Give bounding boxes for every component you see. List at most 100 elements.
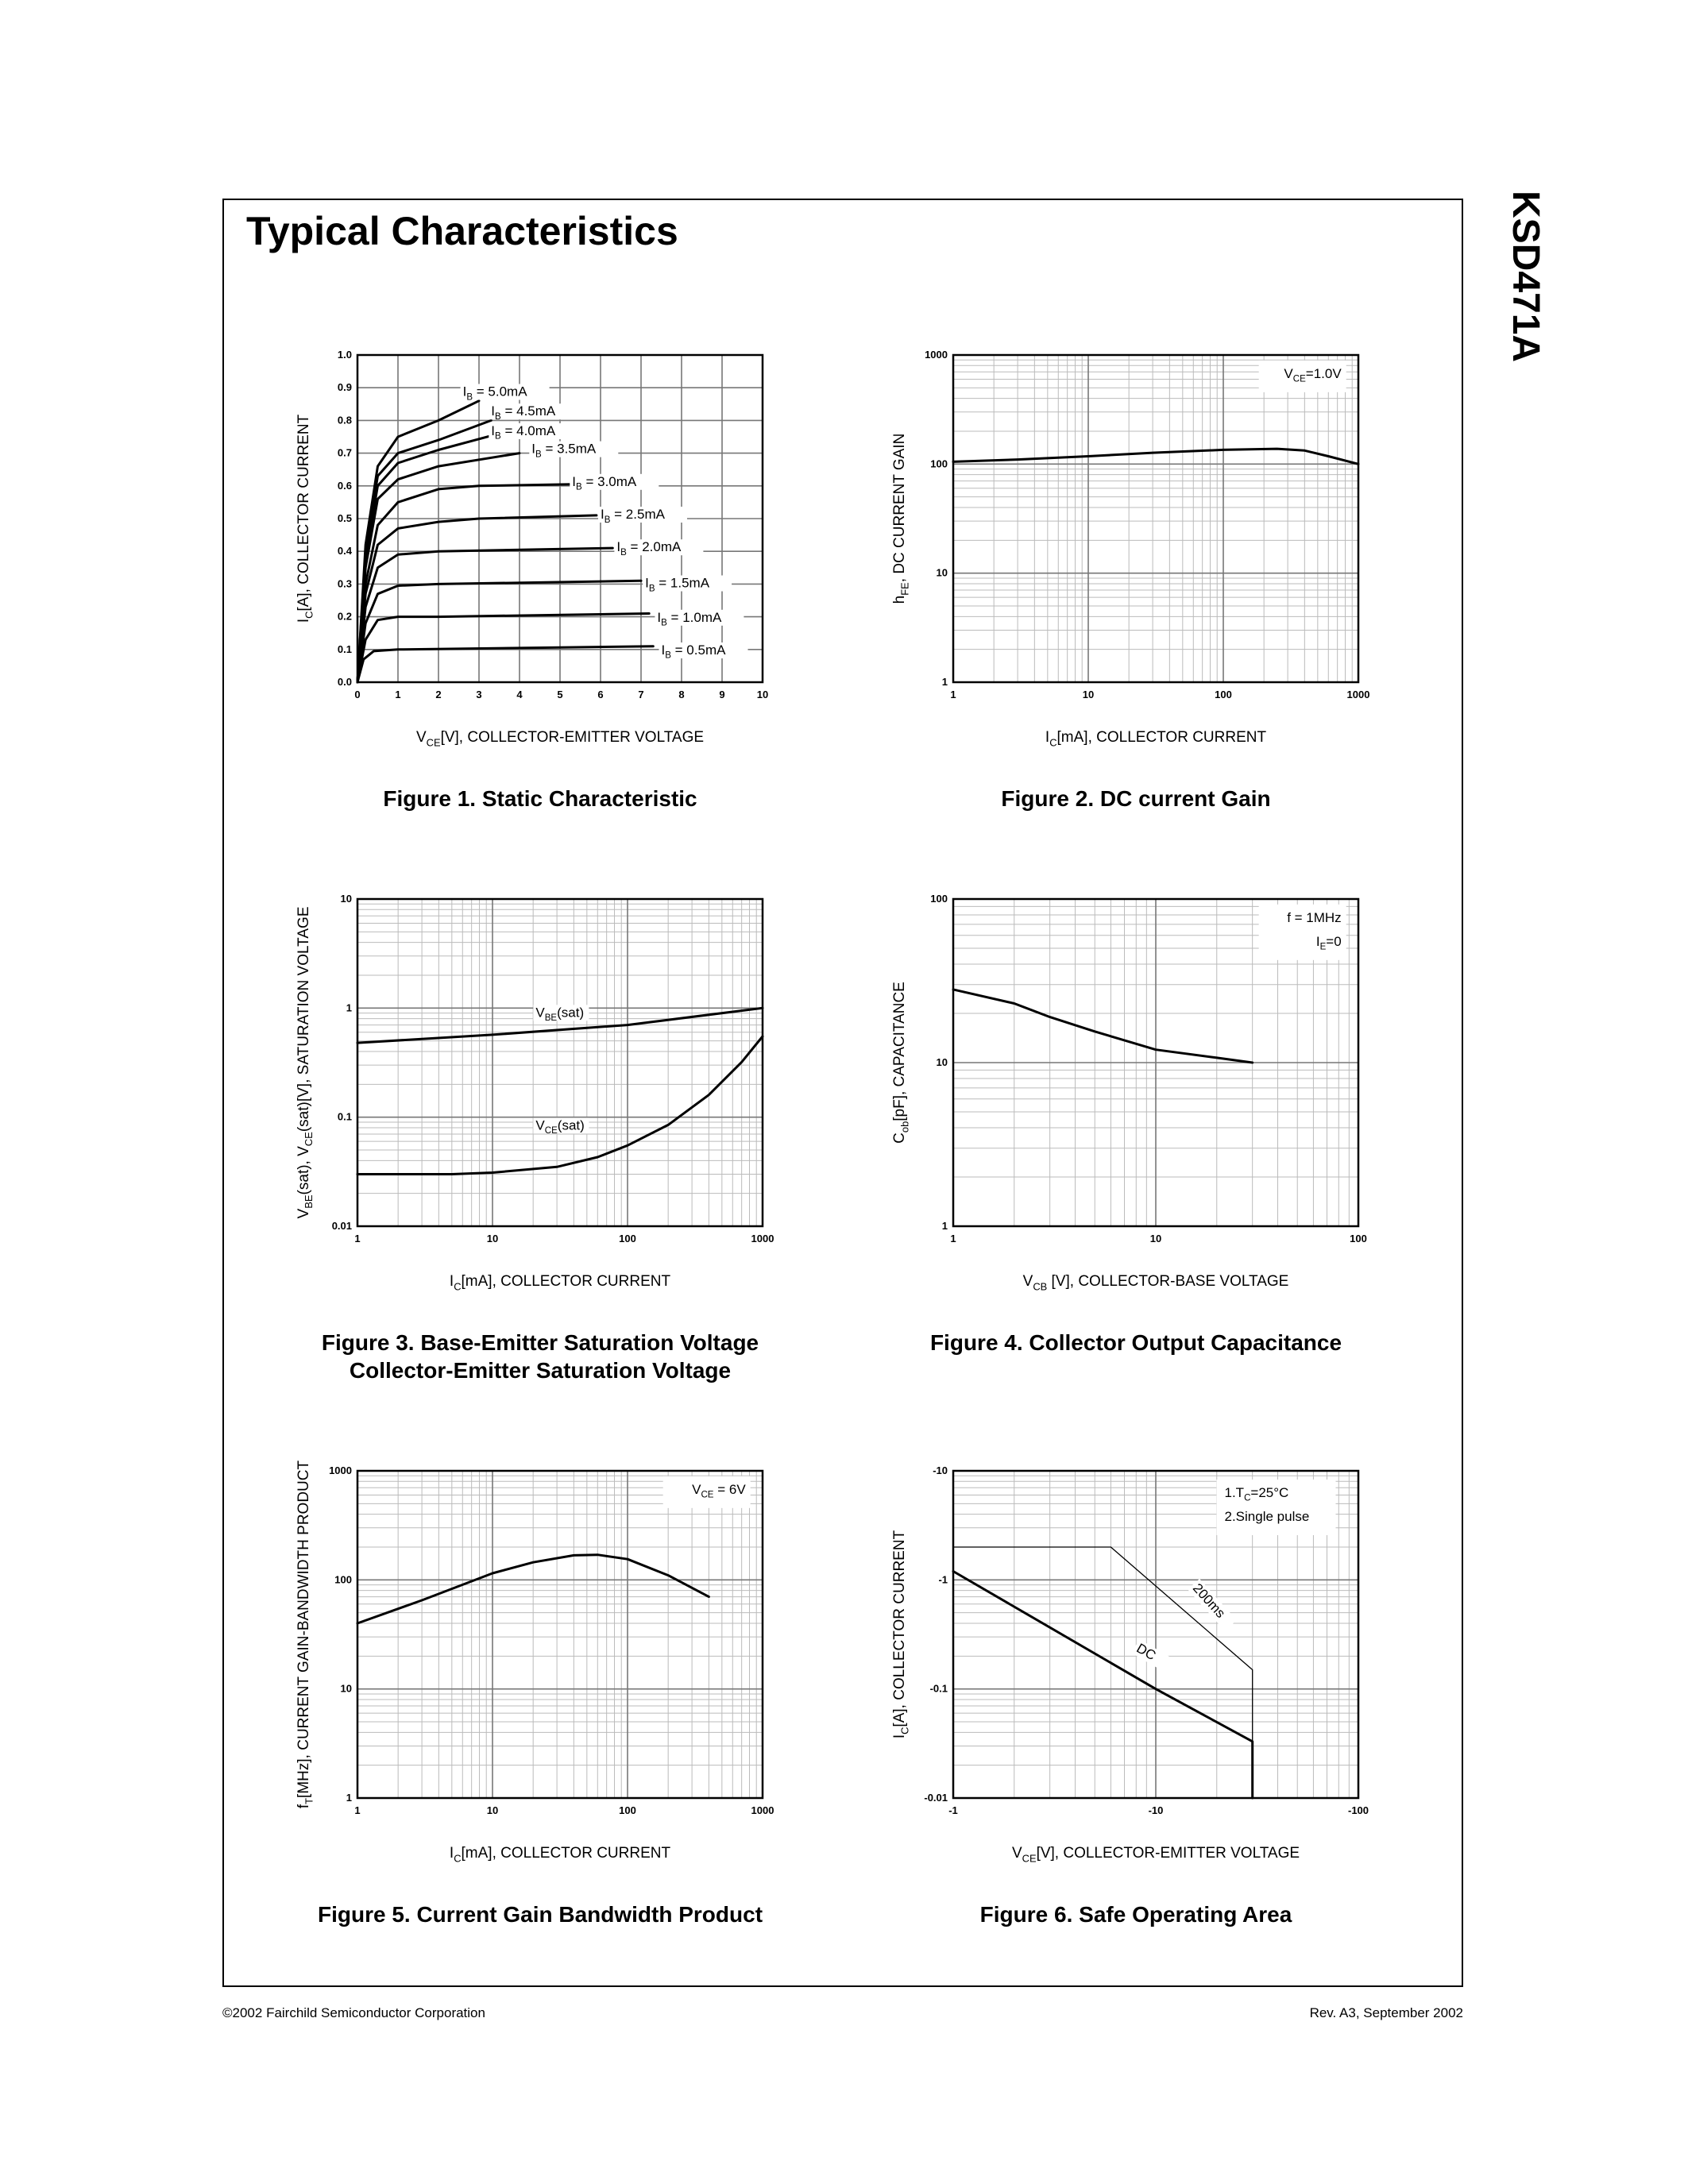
x-tick-label: 10 — [1083, 689, 1094, 700]
annotation-box — [1216, 1479, 1336, 1535]
series-label: 200ms — [1190, 1580, 1228, 1621]
y-tick-label: -0.01 — [924, 1792, 948, 1804]
annotation-box — [1258, 904, 1346, 960]
x-tick-label: 100 — [619, 1804, 636, 1816]
annotation-box — [1258, 360, 1346, 392]
y-tick-label: 1000 — [329, 1464, 352, 1476]
series-label: IB = 1.0mA — [657, 610, 722, 628]
series-line — [356, 645, 655, 684]
series-label-bg — [614, 539, 704, 556]
part-number-label: KSD471A — [1505, 191, 1547, 363]
series-label: IB = 1.5mA — [645, 576, 710, 594]
series-label: VCE(sat) — [535, 1117, 584, 1136]
series-label: IB = 3.0mA — [572, 474, 637, 492]
x-tick-label: 1000 — [1347, 689, 1370, 700]
x-tick-label: -100 — [1348, 1804, 1369, 1816]
y-tick-label: -0.1 — [930, 1683, 948, 1695]
annotation-text: f = 1MHz — [1287, 910, 1342, 925]
series-label: IB = 4.5mA — [491, 403, 556, 422]
chart-safe-operating-area: -1-10-100-0.01-0.1-1-101.TC=25°C2.Single… — [891, 1464, 1369, 1864]
y-tick-label: 1.0 — [338, 349, 352, 361]
y-tick-label: 10 — [341, 893, 352, 905]
x-tick-label: 4 — [516, 689, 523, 700]
annotation-text: VCE=1.0V — [1284, 366, 1342, 384]
x-axis-title: IC[mA], COLLECTOR CURRENT — [450, 1845, 671, 1864]
figure-6-caption: Figure 6. Safe Operating Area — [979, 1902, 1292, 1927]
series-label-bg — [570, 473, 659, 490]
x-tick-label: 8 — [678, 689, 684, 700]
x-axis-title: VCE[V], COLLECTOR-EMITTER VOLTAGE — [1012, 1845, 1300, 1864]
series-label-bg — [529, 441, 619, 457]
figure-5-caption: Figure 5. Current Gain Bandwidth Product — [317, 1902, 763, 1927]
y-tick-label: 10 — [937, 1056, 948, 1068]
y-tick-label: -10 — [933, 1464, 948, 1476]
y-tick-label: 0.9 — [338, 381, 352, 393]
x-axis-title: IC[mA], COLLECTOR CURRENT — [1045, 729, 1267, 748]
series-label-bg — [1188, 1579, 1237, 1631]
x-tick-label: 1000 — [751, 1233, 774, 1244]
x-tick-label: 10 — [1150, 1233, 1161, 1244]
x-tick-label: 10 — [487, 1804, 498, 1816]
x-tick-label: 9 — [719, 689, 724, 700]
y-tick-label: 0.3 — [338, 577, 352, 589]
series-label-bg — [1131, 1639, 1188, 1681]
series-label-bg — [659, 642, 748, 658]
series-label-bg — [655, 609, 744, 626]
page-frame — [222, 199, 1463, 1987]
plot-frame — [952, 897, 1360, 1228]
figure-3-caption-line2: Collector-Emitter Saturation Voltage — [349, 1358, 732, 1383]
plot-frame — [952, 353, 1360, 684]
x-tick-label: 3 — [476, 689, 481, 700]
plot-frame — [952, 1469, 1360, 1800]
series-line — [356, 546, 614, 684]
figure-2-caption: Figure 2. DC current Gain — [1001, 786, 1271, 811]
y-tick-label: 0.6 — [338, 480, 352, 492]
series-label: IB = 2.0mA — [616, 539, 682, 558]
y-tick-label: 0.0 — [338, 676, 352, 688]
plot-frame — [356, 1469, 764, 1800]
x-axis-title: VCB [V], COLLECTOR-BASE VOLTAGE — [1023, 1273, 1289, 1292]
series-line — [356, 1006, 764, 1044]
y-tick-label: 0.8 — [338, 414, 352, 426]
series-label-bg — [533, 1005, 589, 1021]
figure-3-caption: Figure 3. Base-Emitter Saturation Voltag… — [321, 1330, 759, 1355]
x-axis-title: IC[mA], COLLECTOR CURRENT — [450, 1273, 671, 1292]
y-tick-label: 1 — [942, 1220, 948, 1232]
x-axis-title: VCE[V], COLLECTOR-EMITTER VOLTAGE — [416, 729, 704, 748]
x-tick-label: 1 — [354, 1233, 360, 1244]
y-tick-label: 0.01 — [332, 1220, 352, 1232]
x-tick-label: 6 — [597, 689, 603, 700]
figure-1-caption: Figure 1. Static Characteristic — [383, 786, 697, 811]
y-tick-label: 0.7 — [338, 447, 352, 459]
plot-frame — [356, 897, 764, 1228]
x-tick-label: -10 — [1149, 1804, 1164, 1816]
y-axis-title: Cob[pF], CAPACITANCE — [891, 982, 910, 1144]
series-line — [356, 579, 643, 684]
series-line — [952, 1546, 1253, 1799]
x-tick-label: 10 — [757, 689, 768, 700]
footer-revision: Rev. A3, September 2002 — [1309, 2005, 1463, 2020]
series-label: IB = 5.0mA — [463, 384, 528, 403]
series-label: IB = 0.5mA — [662, 642, 727, 661]
x-tick-label: -1 — [948, 1804, 958, 1816]
series-line — [356, 612, 651, 684]
y-tick-label: 0.4 — [338, 545, 353, 557]
series-line — [356, 1035, 764, 1175]
series-label-bg — [460, 384, 550, 400]
y-tick-label: 0.1 — [338, 643, 352, 655]
x-tick-label: 1 — [950, 689, 956, 700]
y-tick-label: 100 — [930, 893, 948, 905]
series-label-bg — [643, 575, 732, 592]
grid — [357, 1470, 763, 1799]
series-label-bg — [598, 507, 687, 523]
x-tick-label: 5 — [557, 689, 562, 700]
y-tick-label: 10 — [341, 1683, 352, 1695]
grid — [357, 898, 763, 1227]
series-label-bg — [489, 423, 578, 439]
y-axis-title: IC[A], COLLECTOR CURRENT — [295, 414, 315, 623]
y-axis-title: fT[MHz], CURRENT GAIN-BANDWIDTH PRODUCT — [295, 1461, 315, 1809]
series-line — [356, 432, 500, 684]
